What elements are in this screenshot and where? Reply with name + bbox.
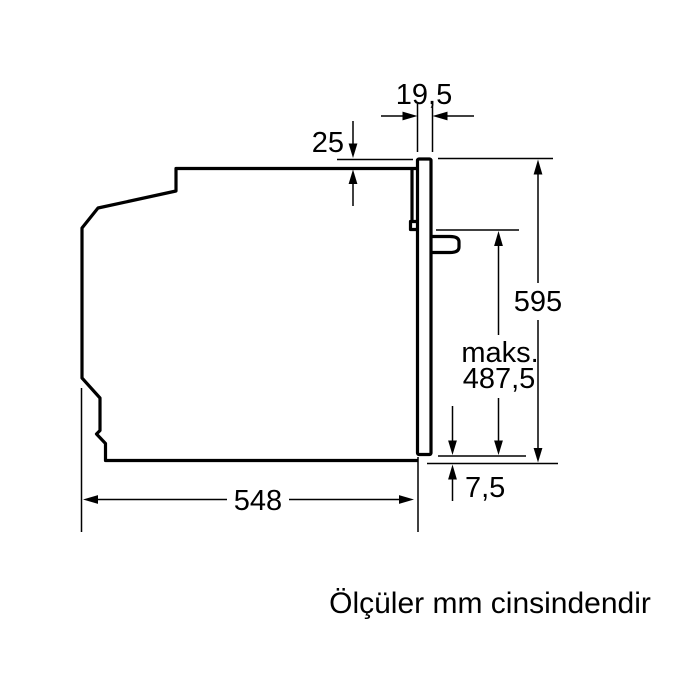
dim-depth: 548	[80, 388, 419, 532]
dim-bottom-overhang: 7,5	[448, 406, 505, 504]
arrow-right-icon	[399, 495, 414, 504]
dim-label-max-prefix: maks.	[461, 337, 538, 369]
dim-label-frame-depth: 19,5	[396, 79, 452, 111]
arrow-down-icon	[494, 440, 503, 455]
arrow-left-icon	[432, 111, 448, 121]
oven-outline-group	[80, 157, 461, 463]
arrow-right-icon	[402, 111, 418, 121]
arrow-up-icon	[494, 231, 503, 246]
arrow-left-icon	[83, 495, 98, 504]
oven-body-outline	[80, 166, 418, 463]
dim-label-bottom-overhang: 7,5	[465, 472, 505, 504]
dim-label-top-offset: 25	[312, 127, 344, 159]
arrow-down-icon	[348, 143, 358, 158]
units-caption: Ölçüler mm cinsindendir	[329, 587, 651, 620]
arrow-up-icon	[348, 169, 358, 184]
side-bracket	[431, 234, 461, 255]
front-frame	[415, 157, 433, 457]
dim-label-depth: 548	[234, 485, 282, 517]
dim-max-front-height: maks. 487,5	[436, 229, 539, 457]
dim-frame-depth: 19,5	[381, 79, 474, 152]
arrow-up-icon	[533, 159, 543, 175]
arrow-down-icon	[533, 448, 543, 463]
dim-label-max-value: 487,5	[463, 363, 536, 395]
arrow-down-icon	[448, 440, 457, 455]
arrow-up-icon	[448, 464, 457, 480]
dim-label-height: 595	[514, 286, 562, 318]
mounting-tab	[408, 219, 418, 232]
dim-top-offset: 25	[312, 121, 413, 206]
dim-height: 595	[427, 157, 562, 465]
